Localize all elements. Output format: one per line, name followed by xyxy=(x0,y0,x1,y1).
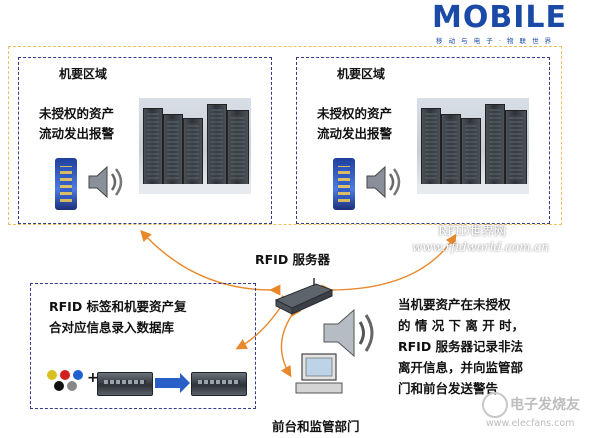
zone-title: 机要区域 xyxy=(59,67,108,81)
server-rack-image xyxy=(417,98,529,194)
server-label: RFID 服务器 xyxy=(255,252,331,267)
elecfans-watermark: 电子发烧友 www.elecfans.com xyxy=(482,392,594,434)
arrow-server-zone2 xyxy=(321,233,457,296)
asset-server-icon xyxy=(97,372,153,396)
arrow-server-monitor xyxy=(280,304,302,378)
computer-terminal-icon xyxy=(295,353,343,394)
rfidworld-watermark: RFID世界网 xyxy=(438,224,506,238)
monitor-label: 前台和监管部门 xyxy=(272,419,360,434)
secure-area-outer xyxy=(8,46,562,225)
arrow-server-zone1 xyxy=(140,229,281,296)
speaker-icon xyxy=(366,165,401,199)
secure-zone-2: 机要区域 未授权的资产 流动发出报警 xyxy=(296,57,550,224)
warning-speaker-icon xyxy=(323,308,374,358)
elecfans-url: www.elecfans.com xyxy=(486,418,575,429)
secure-zone-1: 机要区域 未授权的资产 流动发出报警 xyxy=(18,57,272,224)
database-text: RFID 标签和机要资产复 合对应信息录入数据库 xyxy=(49,299,187,335)
alert-text: 未授权的资产 流动发出报警 xyxy=(317,106,393,141)
zone-title: 机要区域 xyxy=(337,67,386,81)
plus-sign: + xyxy=(87,370,99,386)
speaker-icon xyxy=(88,165,123,199)
server-rack-image xyxy=(139,98,251,194)
logo-text: MOBILE xyxy=(432,0,567,35)
arrow-server-database xyxy=(235,294,292,350)
mobile-logo: MOBILE 移 动 与 电 子 · 物 联 世 界 xyxy=(430,0,590,45)
rfid-tags-icon xyxy=(45,368,89,392)
alert-text: 未授权的资产 流动发出报警 xyxy=(39,106,115,141)
warning-notice-text: 当机要资产在未授权 的 情 况 下 离 开 时， RFID 服务器记录非法 离开… xyxy=(398,297,525,396)
elecfans-logo-icon xyxy=(482,392,508,418)
arrow-right-icon xyxy=(155,373,190,393)
logo-subtitle: 移 动 与 电 子 · 物 联 世 界 xyxy=(436,37,554,45)
database-registration-box: RFID 标签和机要资产复 合对应信息录入数据库 + xyxy=(30,283,256,409)
rfidworld-url: www.rfidworld.com.cn xyxy=(412,240,549,254)
tagged-server-icon xyxy=(191,372,247,396)
rfid-reader-icon xyxy=(333,158,355,210)
elecfans-brand: 电子发烧友 xyxy=(510,397,580,413)
rfid-server-icon xyxy=(274,278,334,315)
rfid-reader-icon xyxy=(55,158,77,210)
